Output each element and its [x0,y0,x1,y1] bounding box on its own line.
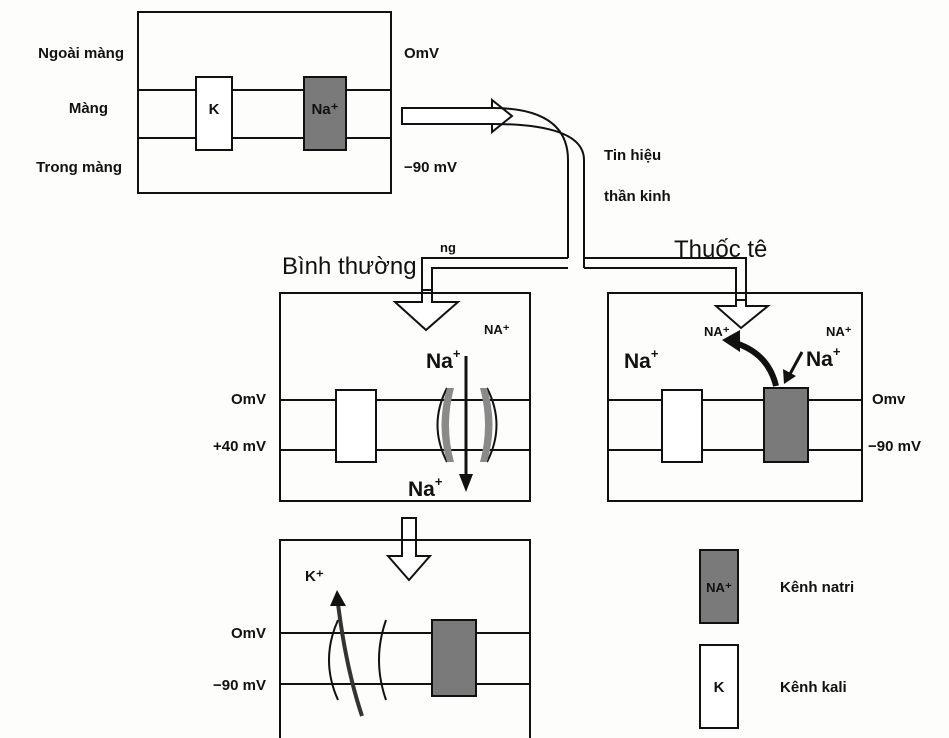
normal-branch-fragment: ng [440,240,456,255]
sodium-blocked-arrow [722,330,776,386]
legend: NA⁺ Kênh natri K Kênh kali [700,550,854,728]
normal-bottom-voltage: +40 mV [213,438,266,455]
repolar-top-voltage: OmV [231,625,266,642]
sodium-approach-arrow [783,352,802,384]
normal-branch-label: Bình thường [282,253,417,280]
inside-membrane-label: Trong màng [36,159,122,176]
legend-potassium-channel: K [700,645,738,728]
repolar-ion: K⁺ [305,568,324,585]
repolar-bottom-voltage: −90 mV [213,677,266,694]
legend-sodium-symbol: NA⁺ [706,580,732,595]
top-inside-voltage: −90 mV [404,159,457,176]
legend-potassium-label: Kênh kali [780,679,847,696]
outside-membrane-label: Ngoài màng [38,45,124,62]
normal-top-voltage: OmV [231,391,266,408]
top-sodium-label: Na⁺ [311,101,338,118]
normal-ion-small: NA⁺ [484,322,510,337]
anesthetic-ion-small-right: NA⁺ [826,324,852,339]
membrane-label: Màng [69,100,108,117]
repolar-panel: K⁺ OmV −90 mV [213,540,530,738]
potassium-efflux-arrow [330,590,362,716]
top-potassium-channel: K [196,77,232,150]
top-potassium-label: K [209,101,220,118]
anesthetic-panel-frame [608,293,862,501]
legend-potassium-symbol: K [714,679,725,696]
anesthetic-ion-small-left: NA⁺ [704,324,730,339]
anesthetic-sodium-channel-blocked [764,388,808,462]
signal-arrow [395,100,768,330]
top-sodium-channel: Na⁺ [304,77,346,150]
anesthetic-potassium-channel [662,390,702,462]
signal-label-line2: thần kinh [604,188,671,205]
anesthetic-ion-right: Na+ [806,344,841,371]
repolar-down-arrow [388,518,430,580]
legend-sodium-label: Kênh natri [780,579,854,596]
sodium-influx-arrow [459,356,473,492]
top-panel-frame [138,12,391,193]
top-outside-voltage: OmV [404,45,439,62]
anesthetic-bottom-voltage: −90 mV [868,438,921,455]
normal-potassium-channel [336,390,376,462]
top-panel: K Na⁺ Ngoài màng Màng Trong màng OmV −90… [36,12,457,193]
anesthetic-top-voltage: Omv [872,391,906,408]
anesthetic-branch-label: Thuốc tê [674,236,767,263]
normal-ion-top: Na+ [426,346,461,373]
normal-ion-bottom: Na+ [408,474,443,501]
anesthetic-panel: Na+ Na+ NA⁺ NA⁺ Omv −90 mV [608,293,921,501]
normal-panel: Na+ Na+ NA⁺ OmV +40 mV [213,293,530,501]
anesthetic-ion-left: Na+ [624,346,659,373]
repolar-sodium-channel [432,620,476,696]
signal-label-line1: Tin hiệu [604,147,661,164]
legend-sodium-channel: NA⁺ [700,550,738,623]
